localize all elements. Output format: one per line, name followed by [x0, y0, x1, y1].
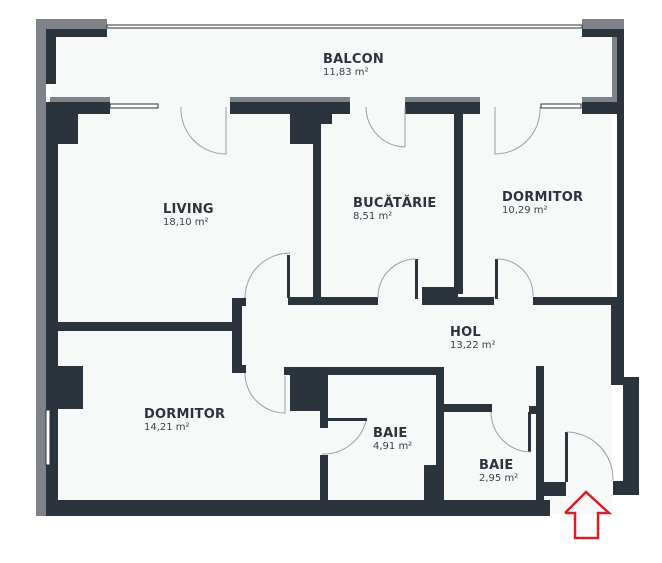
wall-baie1-baie2: [436, 373, 444, 505]
wall-kitchen-dormitor: [454, 114, 463, 294]
room-label-dormitor-1: DORMITOR 10,29 m²: [502, 191, 583, 216]
door-dormitor-hall: [496, 258, 534, 297]
door-jamb-dormitor: [495, 259, 498, 299]
kitchen-hall-block: [422, 287, 458, 305]
wall-right-outer: [617, 29, 624, 379]
baie1-lower-block: [424, 465, 440, 505]
exterior-wall-left-bottom: [36, 480, 46, 516]
wall-baie2-top: [444, 404, 492, 412]
wall-entrance-right: [611, 305, 623, 385]
baie1-pillar: [290, 373, 320, 411]
hall-left-cap-top: [232, 298, 246, 306]
pillar-step: [320, 114, 332, 124]
room-name: LIVING: [163, 202, 214, 217]
window-living-balcony: [109, 103, 159, 109]
balcony-wall-edge-4: [582, 97, 617, 102]
room-name: BAIE: [373, 426, 408, 441]
room-label-dormitor-2: DORMITOR 14,21 m²: [144, 408, 225, 433]
wall-top-right-corner: [582, 29, 624, 37]
balcony-wall-edge-1: [50, 97, 110, 102]
room-name: BUCĂTĂRIE: [353, 196, 437, 211]
room-name: BAIE: [479, 458, 514, 473]
door-kitchen-hall: [377, 258, 417, 299]
wall-baie2-right: [536, 366, 544, 506]
room-name: DORMITOR: [144, 407, 226, 422]
exterior-wall-top-right: [582, 19, 624, 29]
balcony-wall-1: [46, 102, 110, 114]
door-kitchen-balcony: [365, 106, 406, 148]
room-area: 2,95 m²: [479, 473, 519, 484]
hall-left-wall: [232, 298, 242, 373]
door-baie2: [490, 411, 532, 453]
room-label-balcon: BALCON 11,83 m²: [323, 53, 384, 78]
door-living-hall: [244, 252, 291, 299]
dormitor2-pillar: [58, 366, 83, 409]
room-area: 11,83 m²: [323, 67, 369, 78]
room-label-hol: HOL 13,22 m²: [450, 326, 496, 351]
door-jamb-baie2: [528, 412, 531, 452]
wall-living-hall: [288, 297, 322, 305]
wall-bottom: [46, 500, 550, 516]
wall-baie1-left-lower: [320, 455, 328, 505]
door-jamb-kitchen: [415, 259, 418, 299]
exterior-wall-top-left: [36, 19, 107, 29]
exterior-wall-left: [36, 19, 46, 516]
wall-living-dormitor2: [58, 322, 240, 331]
window-dormitor-balcony: [540, 103, 582, 109]
balcony-wall-edge-2: [230, 97, 350, 102]
wall-dormitor-hall-left: [452, 297, 494, 305]
wall-baie1-left: [320, 373, 328, 428]
wall-dormitor-hall-right: [533, 297, 620, 305]
room-area: 8,51 m²: [353, 211, 393, 222]
room-area: 13,22 m²: [450, 340, 496, 351]
room-name: BALCON: [323, 52, 384, 67]
room-label-baie-2: BAIE 2,95 m²: [479, 459, 518, 484]
door-jamb-living: [287, 255, 290, 298]
door-living-balcony: [180, 106, 227, 155]
door-baie1: [321, 420, 367, 455]
entrance-arrow-icon: [573, 528, 600, 540]
room-area: 18,10 m²: [163, 217, 209, 228]
hall-left-cap-bottom: [232, 365, 246, 373]
wall-bottom-step: [540, 482, 566, 496]
entrance-arrow-head-icon: [564, 490, 613, 528]
balcony-wall-4: [582, 102, 617, 114]
room-area: 4,91 m²: [373, 441, 413, 452]
room-label-baie-1: BAIE 4,91 m²: [373, 427, 412, 452]
door-dormitor-balcony: [494, 106, 541, 155]
door-dormitor2-hall: [244, 372, 286, 414]
wall-entrance-right-bottom: [613, 481, 639, 495]
room-label-bucatarie: BUCĂTĂRIE 8,51 m²: [353, 197, 437, 222]
room-area: 14,21 m²: [144, 422, 190, 433]
room-area: 10,29 m²: [502, 205, 548, 216]
room-label-living: LIVING 18,10 m²: [163, 203, 214, 228]
door-jamb-entrance: [565, 432, 568, 482]
balcony-wall-3: [405, 102, 480, 114]
wall-left-top: [46, 29, 56, 84]
wall-baie2-top-right: [529, 406, 537, 414]
wall-hall-baie1: [284, 367, 444, 375]
balcony-inner-right: [612, 37, 617, 97]
balcony-railing: [106, 24, 583, 29]
door-jamb-baie1: [327, 418, 367, 421]
window-dormitor2: [45, 409, 51, 466]
wall-top-left-corner: [46, 29, 107, 37]
room-name: HOL: [450, 325, 481, 340]
door-entrance: [566, 431, 614, 481]
room-name: DORMITOR: [502, 190, 584, 205]
wall-entrance-right-block: [623, 377, 639, 492]
wall-left-pillar: [46, 114, 78, 144]
balcony-wall-2: [230, 102, 350, 114]
wall-living-kitchen: [313, 114, 321, 300]
balcony-wall-edge-3: [405, 97, 480, 102]
wall-kitchen-hall: [318, 297, 378, 305]
